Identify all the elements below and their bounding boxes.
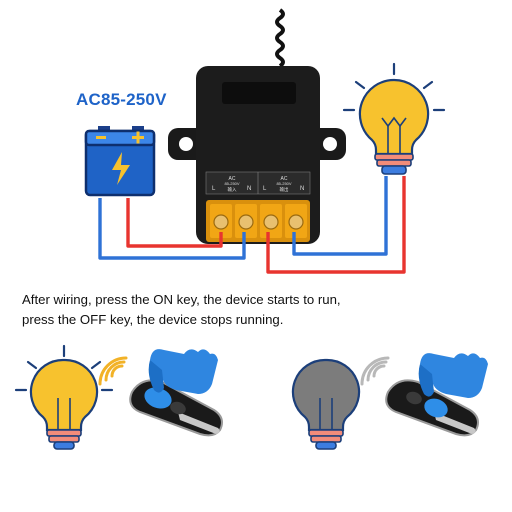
output-group-label: AC — [281, 176, 288, 182]
output-voltage-label: 85-250V — [276, 181, 291, 186]
terminal-labels: AC 85-250V 输入 AC 85-250V 输出 L N L N — [212, 176, 304, 193]
battery-icon — [84, 126, 156, 197]
input-cn-label: 输入 — [228, 186, 237, 193]
caption-line-2: press the OFF key, the device stops runn… — [22, 312, 284, 327]
output-cn-label: 输出 — [280, 186, 289, 193]
pin-label: N — [247, 186, 251, 192]
wireless-signal-icon — [360, 356, 390, 386]
remote-control-icon — [129, 379, 223, 437]
pointing-hand-icon — [418, 353, 488, 398]
input-group-label: AC — [229, 176, 236, 182]
light-bulb-off-icon — [291, 358, 361, 450]
pin-label: L — [212, 186, 216, 192]
pin-label: L — [263, 186, 267, 192]
input-voltage-label: 85-250V — [224, 181, 239, 186]
wireless-signal-icon — [98, 356, 128, 386]
voltage-label: AC85-250V — [76, 90, 167, 109]
wires — [98, 176, 406, 274]
input-neutral-wire — [98, 198, 246, 260]
relay-receiver-module — [168, 66, 346, 244]
instruction-caption: After wiring, press the ON key, the devi… — [22, 290, 502, 330]
output-neutral-wire — [292, 176, 388, 256]
caption-line-1: After wiring, press the ON key, the devi… — [22, 292, 341, 307]
pin-label: N — [300, 186, 304, 192]
remote-control-icon — [385, 379, 479, 437]
light-bulb-on-icon — [342, 62, 446, 175]
light-bulb-on-icon — [14, 344, 114, 450]
pointing-hand-icon — [148, 349, 218, 394]
input-live-wire — [126, 198, 223, 248]
output-live-wire — [266, 176, 406, 274]
antenna — [275, 8, 285, 68]
